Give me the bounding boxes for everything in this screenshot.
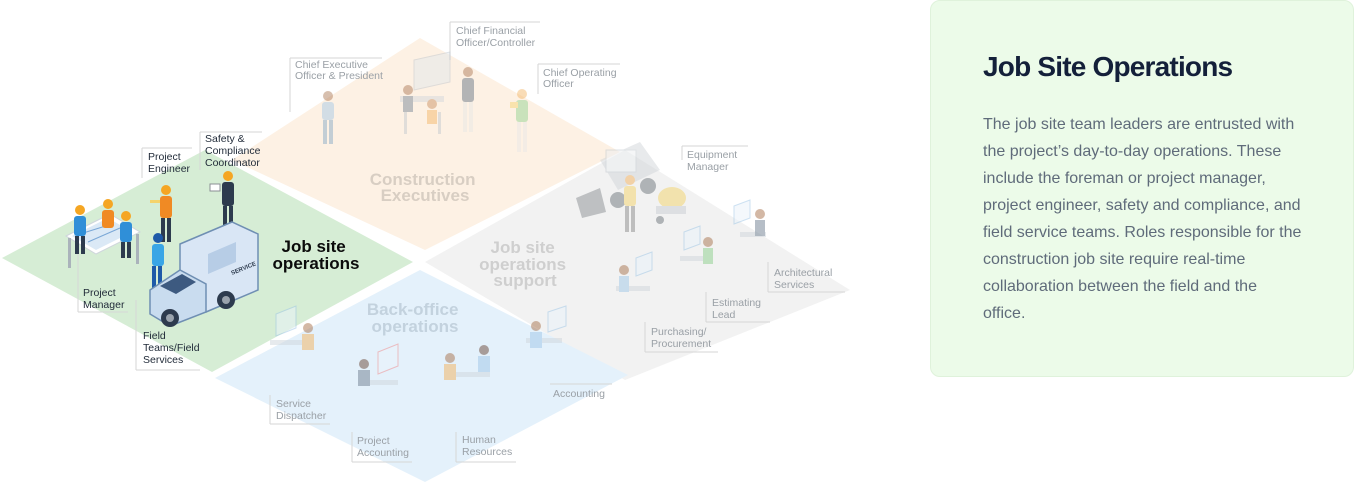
job-site-figures: SERVICE	[64, 171, 259, 327]
zone-title-job-site: Job site operations	[273, 237, 360, 273]
role-label-purchasing: Purchasing/Procurement	[651, 326, 711, 350]
worker-person-icon	[120, 211, 132, 258]
estimating-desk-icon	[680, 225, 713, 264]
presentation-screen-icon	[413, 51, 474, 132]
zone-title-back-office: Back-office operations	[367, 300, 463, 336]
equipment-manager-person-icon	[624, 175, 636, 232]
zone-title-construction: Construction Executives	[370, 170, 481, 205]
mixer-icon	[656, 187, 686, 224]
worker-person-icon	[74, 205, 86, 254]
safety-coordinator-person-icon	[209, 171, 234, 232]
panel-title: Job Site Operations	[983, 51, 1233, 82]
zone-construction	[232, 38, 620, 250]
org-diagram: SERVICE Job site operations Construction…	[2, 21, 850, 482]
label-guides	[77, 21, 845, 463]
executive-figures	[322, 51, 528, 152]
support-figures	[576, 142, 766, 292]
architect-desk-icon	[733, 199, 766, 237]
meeting-desk-icon	[400, 85, 444, 134]
bulldozer-icon	[576, 142, 660, 218]
project-accounting-desk-icon	[358, 343, 399, 386]
back-office-figures	[270, 305, 567, 386]
worker-person-icon	[102, 199, 114, 228]
info-panel: Job Site Operations The job site team le…	[930, 0, 1354, 377]
purchasing-desk-icon	[616, 251, 653, 292]
zone-title-support: Job site operations support	[479, 238, 571, 290]
accounting-desk-icon	[526, 305, 567, 348]
coo-person-icon	[510, 89, 528, 152]
role-label-accounting: Accounting	[553, 388, 605, 400]
zone-back-office	[215, 270, 628, 482]
ceo-person-icon	[322, 91, 334, 144]
panel-description: The job site team leaders are entrusted …	[983, 116, 1302, 322]
project-engineer-person-icon	[150, 185, 172, 242]
human-resources-desk-icon	[444, 345, 490, 380]
field-service-person-icon	[152, 233, 164, 288]
service-dispatcher-desk-icon	[270, 305, 314, 350]
service-van-icon: SERVICE	[149, 221, 259, 327]
